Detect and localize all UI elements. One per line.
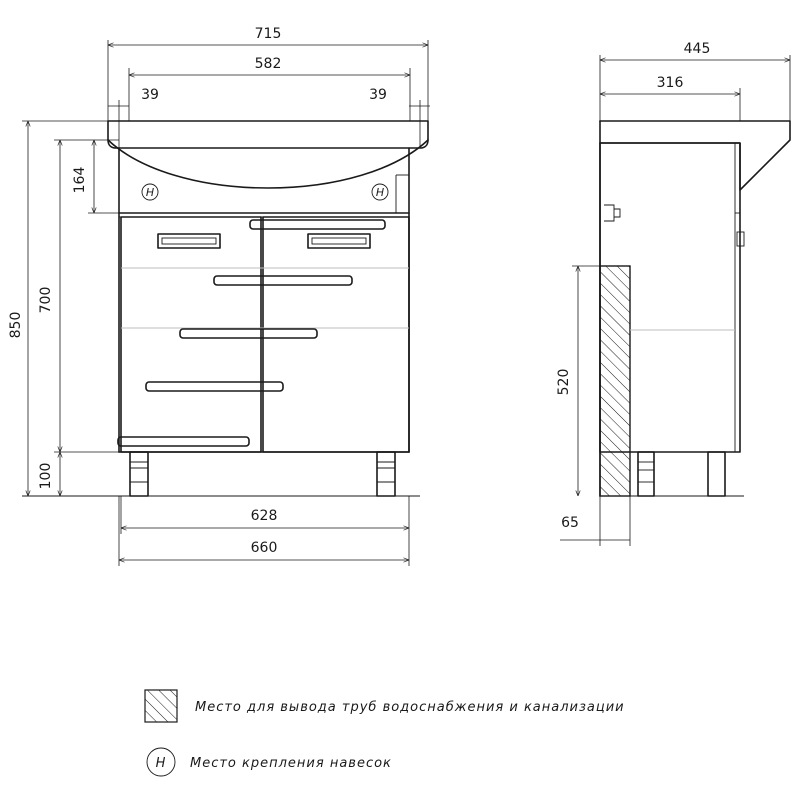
side-mount-hook [604, 204, 621, 222]
dim-depth-top: 445 [684, 41, 711, 57]
side-leg-back [637, 451, 655, 497]
dim-height-total: 850 [8, 312, 24, 339]
side-view: 445 316 520 65 [556, 41, 791, 546]
legend-hatch-icon [144, 689, 178, 723]
dim-pipe-zone-height: 520 [556, 369, 572, 396]
dim-offset-right: 39 [369, 87, 387, 103]
mount-mark-left: H [141, 183, 159, 201]
dim-width-top: 715 [255, 26, 282, 42]
door-handle-right [307, 233, 371, 249]
legend-pipes-text: Место для вывода труб водоснабжения и ка… [195, 700, 625, 715]
pipe-zone-hatch [599, 265, 631, 497]
front-leg-right [376, 451, 396, 497]
side-cabinet-body [599, 142, 741, 453]
legend-mount-icon: H [146, 747, 176, 777]
legend-mount-text: Место крепления навесок [190, 756, 392, 771]
svg-text:H: H [376, 186, 384, 199]
side-leg-front [707, 451, 726, 497]
dim-height-top: 164 [72, 167, 88, 194]
svg-text:H: H [146, 186, 154, 199]
front-basin-bowl [107, 139, 429, 189]
dim-width-cabinet: 628 [251, 508, 278, 524]
dim-height-legs: 100 [38, 463, 54, 490]
dim-offset-left: 39 [141, 87, 159, 103]
front-door-left [120, 216, 262, 453]
mount-mark-right: H [371, 183, 389, 201]
dim-width-basin: 582 [255, 56, 282, 72]
dim-depth-cabinet: 316 [657, 75, 684, 91]
front-view: H H [8, 26, 430, 566]
dim-pipe-zone-offset: 65 [561, 515, 579, 531]
door-handle-left [157, 233, 221, 249]
side-countertop [599, 120, 791, 191]
door-decor-strips [117, 219, 386, 447]
front-leg-left [129, 451, 149, 497]
front-countertop [107, 120, 429, 149]
svg-text:H: H [156, 756, 167, 771]
dim-width-base: 660 [251, 540, 278, 556]
front-door-right [262, 216, 410, 453]
dim-height-cabinet: 700 [38, 287, 54, 314]
legend: Место для вывода труб водоснабжения и ка… [144, 689, 625, 777]
